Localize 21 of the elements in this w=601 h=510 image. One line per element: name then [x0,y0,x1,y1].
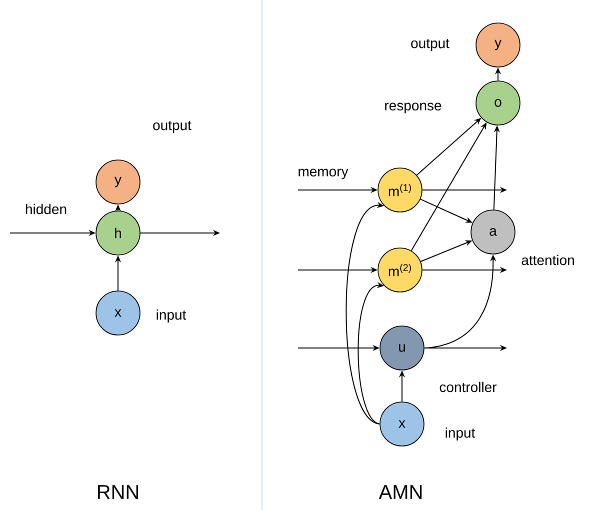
circle-node: u [380,326,424,370]
circle-node: y [476,22,520,68]
circle-node: m$^{(2)}$ [378,248,422,292]
node-label: response [385,102,442,114]
circle-node: a [470,210,516,254]
node-label: controller [440,382,497,392]
circle-node: x [380,402,424,446]
circle-node: m$^{(1)}$ [378,168,422,212]
panel-title: RNN [98,485,138,499]
panel-title: AMN [378,485,422,499]
node-label: attention [522,254,574,266]
node-label: input [156,309,186,323]
circle-node: y [96,160,140,204]
node-label: memory [298,168,348,180]
node-label: input [446,427,476,440]
node-label: hidden [26,204,66,214]
circle-node: x [96,290,140,336]
circle-node: o [476,80,520,126]
node-label: output [153,121,192,133]
node-label: output [411,39,450,51]
circle-node: h [96,210,140,256]
